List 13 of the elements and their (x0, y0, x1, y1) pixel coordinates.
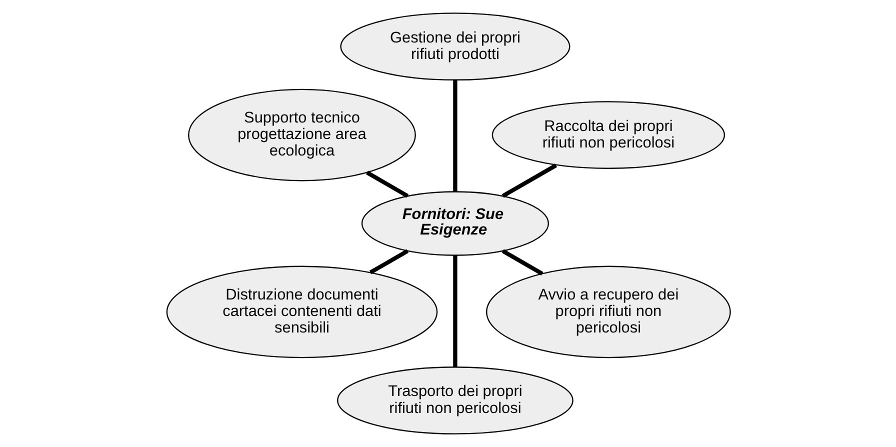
connector (501, 163, 557, 198)
node-ellipse: Trasporto dei propri rifiuti non pericolosi (336, 366, 573, 434)
node-ellipse: Gestione dei propri rifiuti prodotti (340, 12, 570, 80)
connector (452, 256, 457, 367)
node-ellipse: Raccolta dei propri rifiuti non pericolosi (491, 101, 725, 169)
connector (368, 249, 408, 274)
connector (366, 170, 408, 198)
node-ellipse: Distruzione documenti cartacei contenenti dati sensibili (166, 266, 438, 358)
node-ellipse: Fornitori: Sue Esigenze (360, 191, 549, 256)
connector (501, 249, 543, 276)
node-ellipse: Avvio a recupero dei propri rifiuti non pericolosi (486, 266, 730, 358)
node-ellipse: Supporto tecnico progettazione area ecologica (188, 88, 416, 182)
connector (452, 80, 457, 192)
